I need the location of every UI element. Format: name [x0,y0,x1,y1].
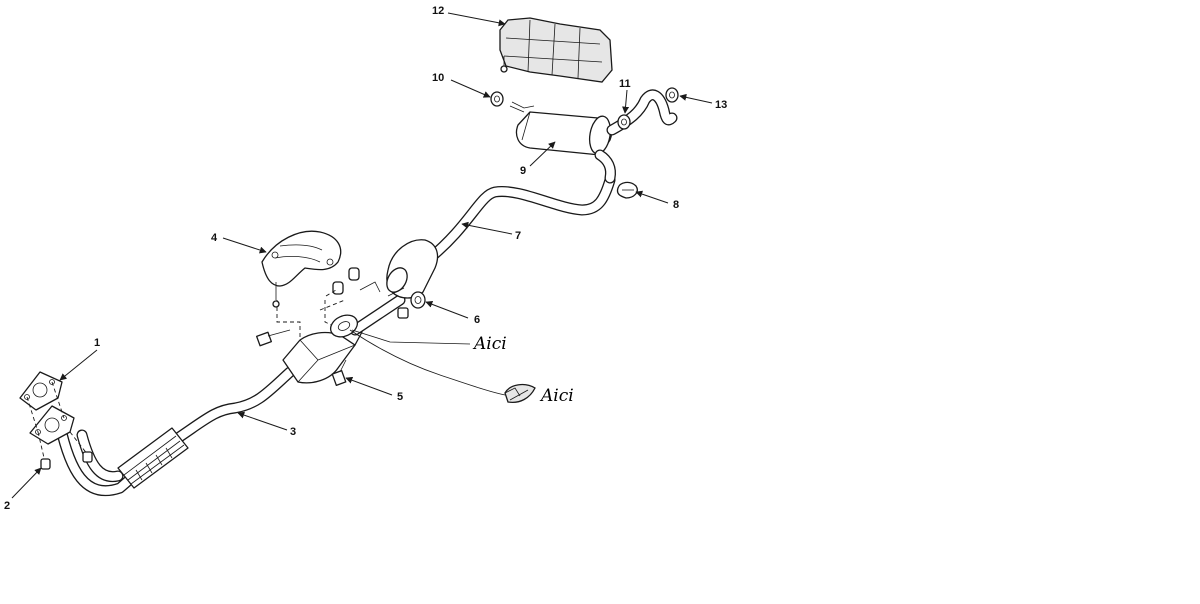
muffler [515,111,613,156]
callout-1: 1 [94,337,100,349]
converter-bolt [256,329,291,347]
tailpipe [606,89,678,136]
callout-leaders [11,12,713,499]
aici-marker-shape [504,383,536,404]
clip-8 [616,181,638,199]
annotation-aici-1: Aici [472,334,507,354]
center-flange [329,314,359,338]
flex-joint [117,427,189,489]
mounting-rubber-11 [617,114,631,130]
muffler-inlet-pipe [594,149,616,184]
flange-nut-left [40,458,51,470]
callout-2: 2 [4,500,10,512]
muffler-heat-shield [499,17,613,83]
aici-pointer-lines [349,329,506,396]
callout-9: 9 [520,165,526,177]
hanger-rubber-left [332,267,360,295]
front-pipe [54,366,296,497]
mounting-rubber-13 [665,87,679,103]
heat-shield-screw [500,56,508,73]
flange-gasket-upper [19,371,63,411]
heat-shield-bolt [272,282,280,308]
mounting-rubber-10 [490,91,504,107]
annotation-aici-2: Aici [539,386,574,406]
callout-3: 3 [290,426,296,438]
center-pipe [349,174,616,336]
callout-12: 12 [432,5,444,17]
callout-6: 6 [474,314,480,326]
callout-5: 5 [397,391,403,403]
mounting-rubber-6 [410,291,426,309]
center-nut [397,307,409,319]
resonator [386,239,439,299]
callout-10: 10 [432,72,444,84]
callout-8: 8 [673,199,679,211]
callout-13: 13 [715,99,727,111]
muffler-hanger-rod [509,101,535,113]
converter-bolt-lower [331,359,347,386]
callout-4: 4 [211,232,218,244]
callout-11: 11 [619,78,631,90]
hanger-bracket [359,281,405,297]
callout-7: 7 [515,230,521,242]
catalyst-heat-shield [261,230,342,287]
flange-nut-right [82,451,93,463]
